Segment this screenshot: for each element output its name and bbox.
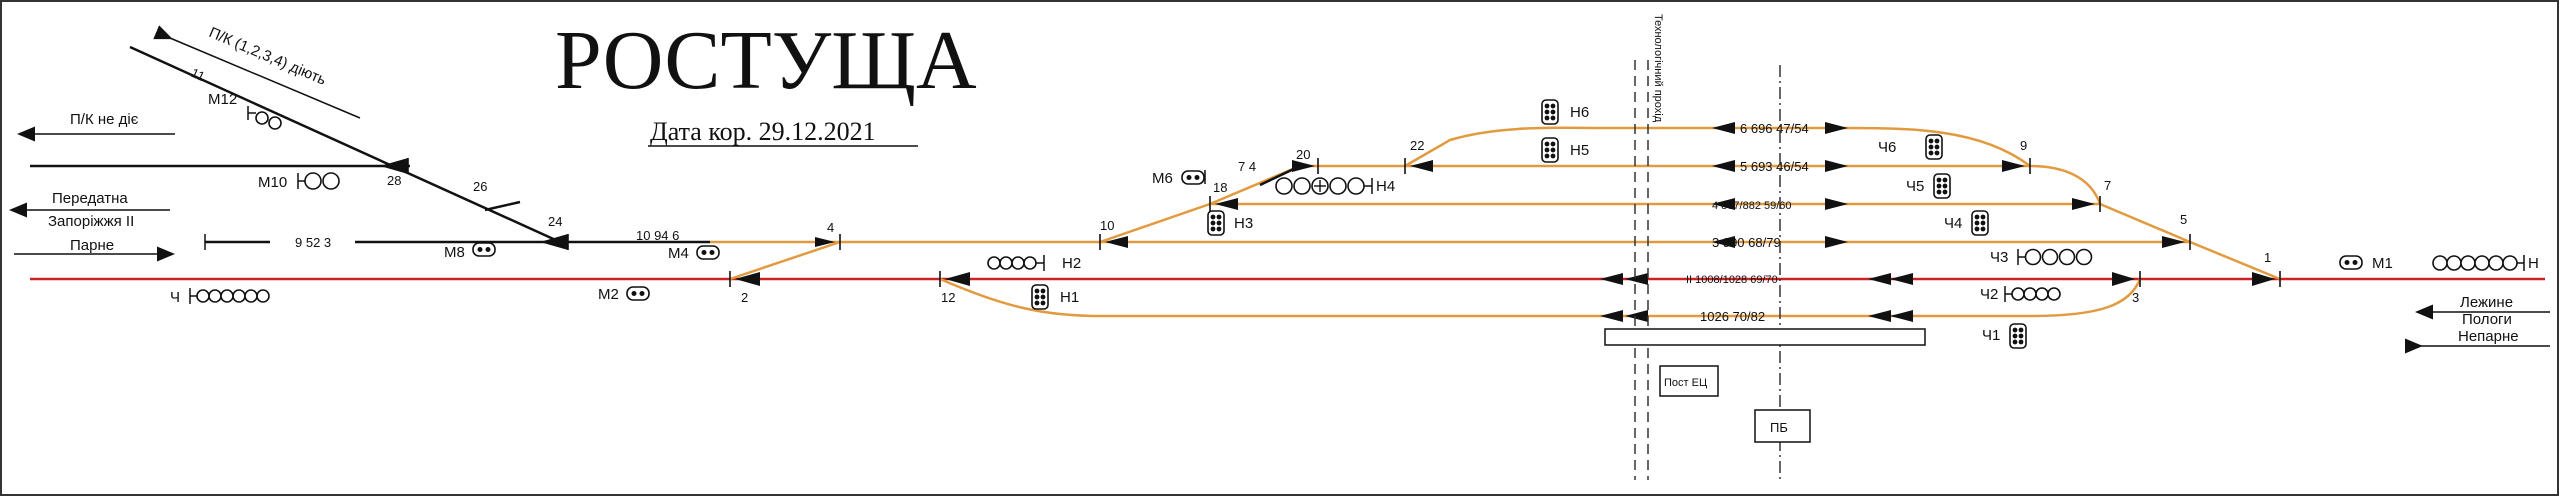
track-5-label: 5 693 46/54: [1740, 159, 1809, 174]
track-4: [1099, 202, 2191, 244]
signal-m8-label: М8: [444, 244, 465, 261]
track-1: [939, 277, 2142, 318]
track-9-label: 9 52 3: [295, 235, 331, 250]
signal-h-label: Н: [2528, 255, 2539, 272]
post-ec-building: [1659, 365, 1719, 397]
signal-h6[interactable]: [1541, 99, 1559, 125]
signal-h4[interactable]: [1275, 177, 1373, 195]
signal-ch1-label: Ч1: [1982, 327, 2000, 344]
insulating-joints: [407, 158, 2281, 287]
signal-h6-label: Н6: [1570, 104, 1589, 121]
switch-number: 7: [2104, 178, 2111, 193]
signal-m12-label: М12: [208, 91, 237, 108]
platform: [1604, 328, 1926, 346]
signal-m6[interactable]: [1181, 170, 1206, 185]
switch-frogs: [380, 158, 2275, 286]
signal-m10[interactable]: [297, 172, 340, 190]
station-title: РОСТУЩА: [555, 14, 977, 107]
switch-number: 4: [827, 220, 834, 235]
signal-ch3-label: Ч3: [1990, 249, 2008, 266]
signal-h4-label: Н4: [1376, 178, 1395, 195]
tech-passage-label: Технологічний прохід: [1652, 14, 1664, 123]
signal-m2[interactable]: [626, 286, 650, 301]
signal-ch3[interactable]: [2017, 248, 2093, 266]
switch-number: 26: [473, 179, 487, 194]
signal-ch4[interactable]: [1971, 210, 1989, 236]
correction-date: Дата кор. 29.12.2021: [650, 117, 876, 146]
post-ec-label: Пост ЕЦ: [1664, 377, 1707, 389]
signal-m4-label: М4: [668, 245, 689, 262]
signal-m8[interactable]: [472, 242, 496, 257]
signal-ch[interactable]: [189, 288, 270, 304]
signal-m2-label: М2: [598, 286, 619, 303]
pb-building: [1754, 409, 1811, 443]
signal-ch6-label: Ч6: [1878, 139, 1896, 156]
signal-h1[interactable]: [1031, 284, 1049, 310]
switch-number: 28: [387, 173, 401, 188]
signal-ch-label: Ч: [170, 289, 180, 306]
track-2-label: II 1008/1028 69/70: [1686, 274, 1778, 286]
switch-number: 1: [2264, 250, 2271, 265]
switch-number: 12: [941, 290, 955, 305]
pk-ne-die-label: П/К не діє: [70, 111, 139, 128]
signal-h1-label: Н1: [1060, 289, 1079, 306]
signal-ch2-label: Ч2: [1980, 286, 1998, 303]
track-10-label: 10 94 6: [636, 228, 679, 243]
track-4-label: 4 867/882 59/60: [1712, 200, 1792, 212]
signal-h5-label: Н5: [1570, 142, 1589, 159]
lezhyne-label: Лежине: [2460, 294, 2513, 311]
signal-h5[interactable]: [1541, 137, 1559, 163]
signal-m1-label: М1: [2372, 255, 2393, 272]
signal-ch5[interactable]: [1933, 173, 1951, 199]
peredatna-label: Передатна: [52, 190, 128, 207]
pologi-label: Пологи: [2462, 311, 2512, 328]
switch-number: 3: [2132, 290, 2139, 305]
signal-h[interactable]: [2432, 255, 2525, 271]
pb-label: ПБ: [1770, 420, 1788, 435]
parne-label: Парне: [70, 237, 114, 254]
signal-ch4-label: Ч4: [1944, 215, 1962, 232]
track-26-stub: [484, 200, 521, 212]
switch-number: 5: [2180, 212, 2187, 227]
signal-m4[interactable]: [696, 245, 720, 260]
signal-m6-label: М6: [1152, 170, 1173, 187]
switch-number: 24: [548, 214, 562, 229]
signal-h3[interactable]: [1207, 210, 1225, 236]
signal-ch6[interactable]: [1925, 134, 1943, 160]
signal-m12[interactable]: [247, 106, 282, 130]
switch-number: 11: [189, 65, 207, 84]
track-1-label: 1026 70/82: [1700, 309, 1765, 324]
zaporizhzhia-label: Запоріжжя II: [48, 213, 134, 230]
track-7-label: 7 4: [1238, 159, 1256, 174]
switch-number: 22: [1410, 138, 1424, 153]
switch-numbers: 11 28 26 24 4 2 10 12 20 18 22 9 7 5 1 3: [189, 65, 2271, 305]
pk-direction-arrow: [153, 25, 361, 119]
switch-number: 2: [741, 290, 748, 305]
signal-m10-label: М10: [258, 174, 287, 191]
signal-h2[interactable]: [987, 255, 1045, 271]
switch-number: 10: [1100, 218, 1114, 233]
signal-h2-label: Н2: [1062, 255, 1081, 272]
track-arrows: [1600, 122, 1913, 322]
signal-h3-label: Н3: [1234, 215, 1253, 232]
switch-number: 9: [2020, 138, 2027, 153]
track-6-label: 6 696 47/54: [1740, 121, 1809, 136]
track-3-label: 3 990 68/79: [1712, 235, 1781, 250]
signal-ch1[interactable]: [2009, 323, 2027, 349]
track-2-switch: [729, 240, 841, 281]
signal-m1[interactable]: [2339, 255, 2363, 270]
neparne-label: Непарне: [2458, 328, 2519, 345]
switch-number: 18: [1213, 180, 1227, 195]
switch-number: 20: [1296, 147, 1310, 162]
signal-ch5-label: Ч5: [1906, 178, 1924, 195]
signal-ch2[interactable]: [2004, 286, 2061, 302]
